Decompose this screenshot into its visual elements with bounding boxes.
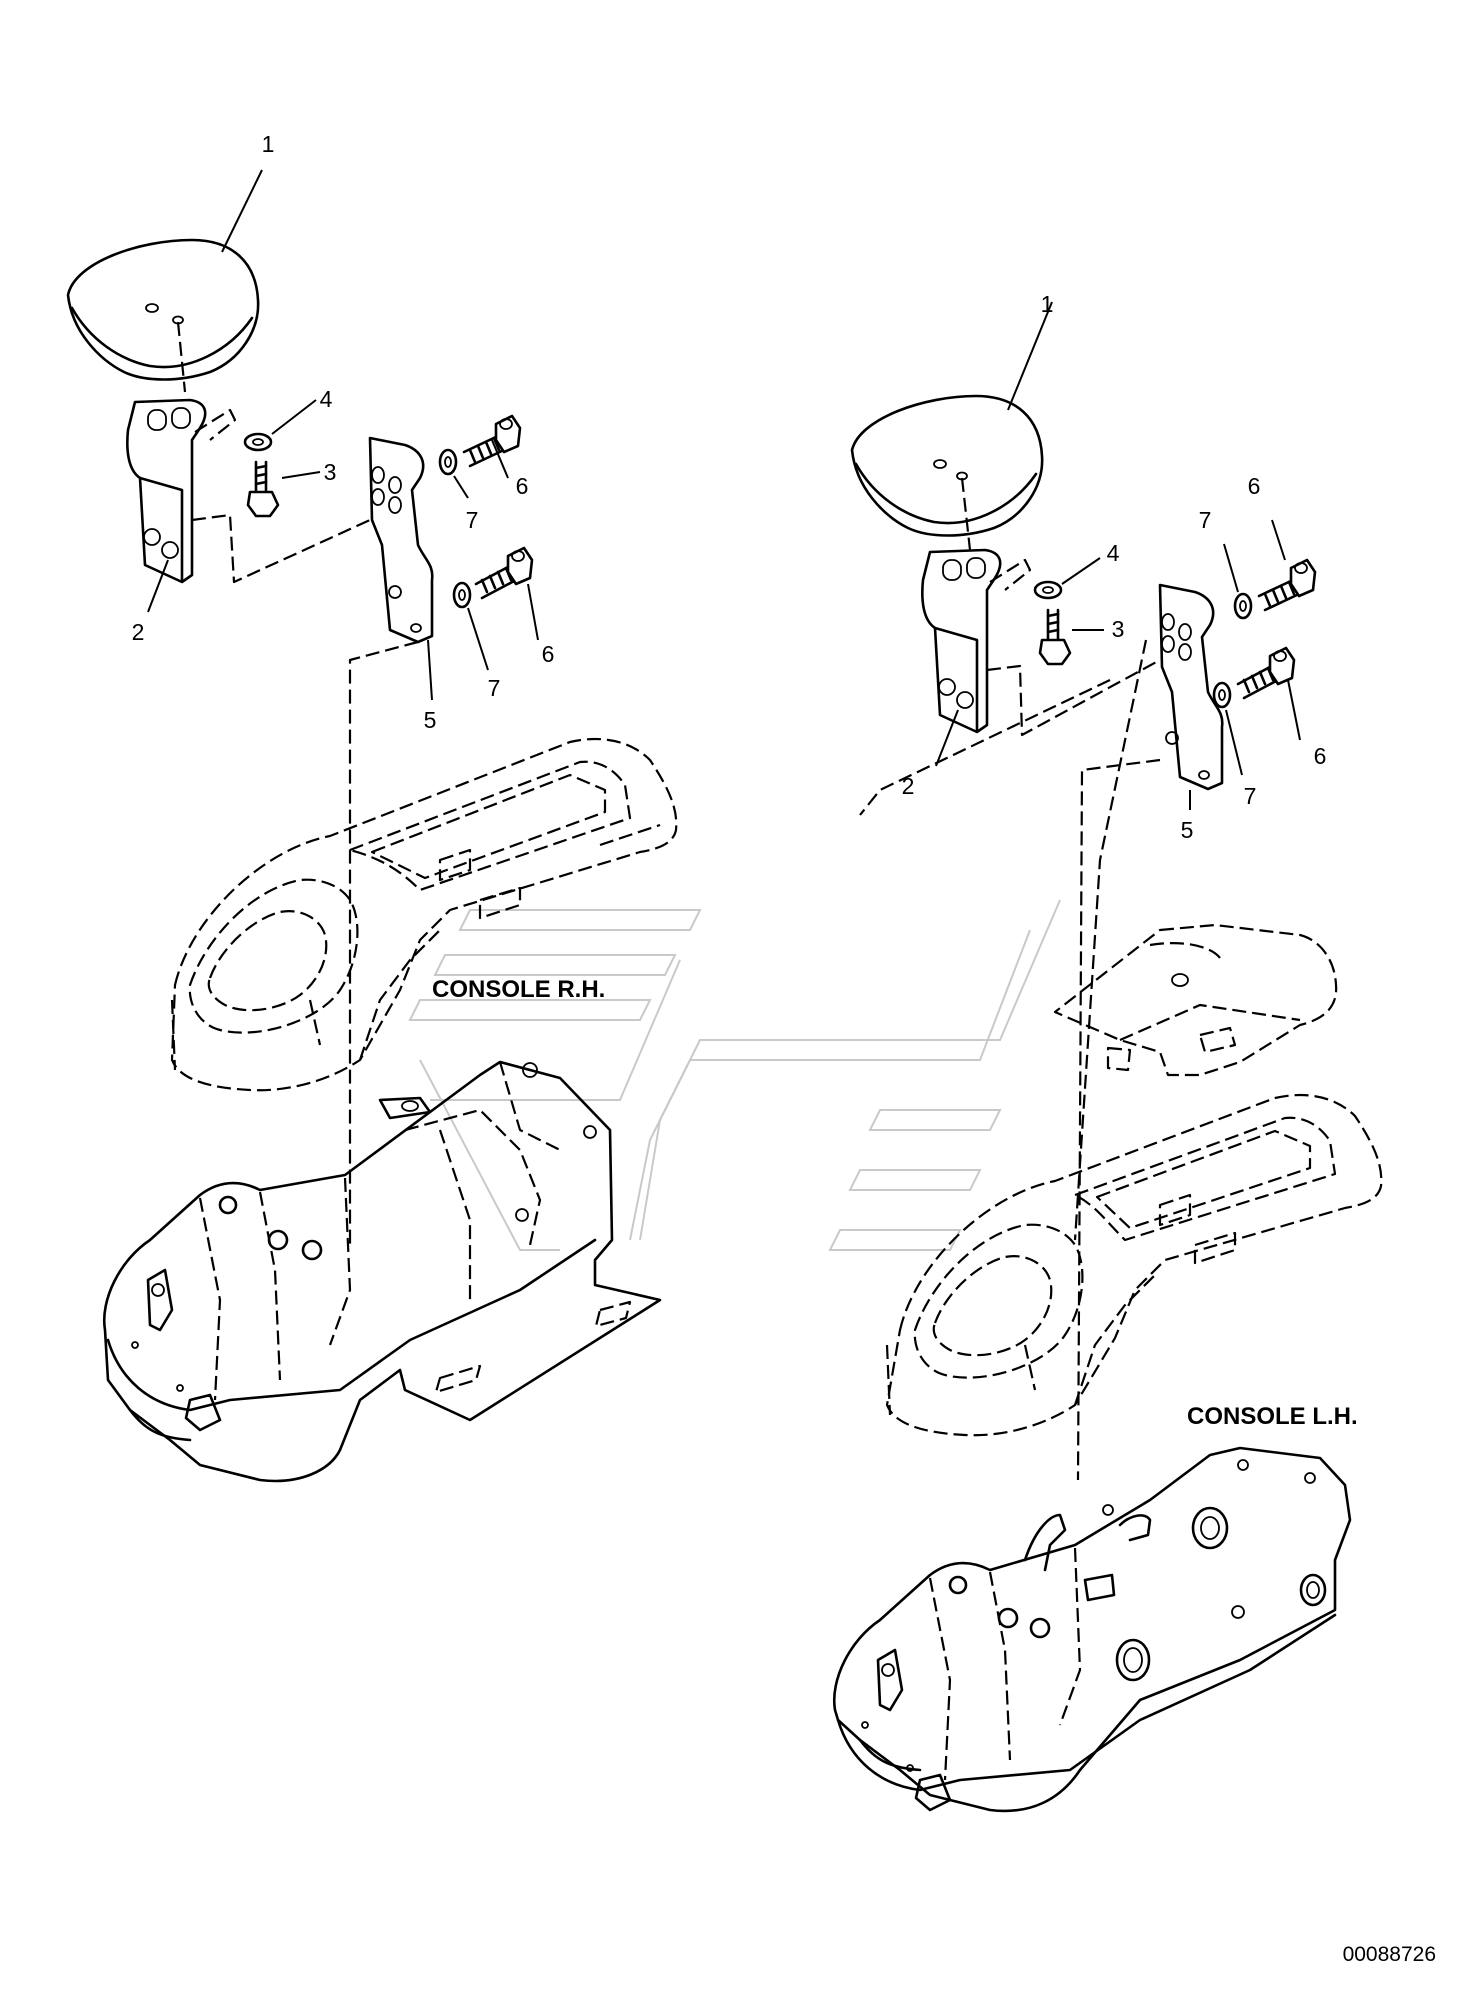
armrest-pad-left (66, 238, 260, 393)
callout-5-left: 5 (424, 707, 437, 733)
console-base-lh (832, 1446, 1352, 1813)
washer-7-bottom-right (1212, 681, 1232, 709)
washer-7-top-right (1233, 592, 1253, 620)
console-base-rh (102, 1060, 662, 1483)
callout-3-left: 3 (324, 459, 337, 485)
washer-7-bottom-left (452, 581, 472, 609)
callout-7-bottom-right: 7 (1244, 783, 1257, 809)
callout-1-right: 1 (1041, 291, 1054, 317)
console-rh-title: CONSOLE R.H. (432, 976, 605, 1003)
washer-4-left (243, 432, 273, 452)
bracket-left (126, 398, 207, 584)
mounting-plate-right (1158, 583, 1224, 791)
console-lh-title: CONSOLE L.H. (1187, 1403, 1358, 1430)
left-assembly: 1 2 3 4 5 6 6 7 7 CONSOLE R.H. (66, 131, 678, 1483)
callout-4-right: 4 (1107, 540, 1120, 566)
bracket-right (921, 548, 1002, 734)
callout-7-top-left: 7 (466, 507, 479, 533)
watermark-logo (408, 899, 1061, 1251)
callout-1-left: 1 (262, 131, 275, 157)
washer-4-right (1033, 580, 1063, 600)
cover-plate-lh (1053, 923, 1338, 1077)
callout-2-right: 2 (902, 773, 915, 799)
washer-7-top-left (438, 448, 458, 476)
bolt-6-bottom-left (474, 546, 534, 600)
callout-6-bottom-right: 6 (1314, 743, 1327, 769)
callout-6-bottom-left: 6 (542, 641, 555, 667)
callout-5-right: 5 (1181, 817, 1194, 843)
callout-7-bottom-left: 7 (488, 675, 501, 701)
callout-7-top-right: 7 (1199, 507, 1212, 533)
bolt-3-left (246, 460, 280, 518)
callout-6-top-right: 6 (1248, 473, 1261, 499)
console-cover-lh (885, 1093, 1383, 1437)
right-assembly: 1 2 3 4 5 6 6 7 7 CONSOLE L.H. (832, 291, 1383, 1813)
callout-2-left: 2 (132, 619, 145, 645)
bolt-3-right (1038, 608, 1072, 666)
callout-6-top-left: 6 (516, 473, 529, 499)
document-number: 00088726 (1343, 1943, 1436, 1966)
callout-4-left: 4 (320, 386, 333, 412)
bolt-6-top-right (1257, 558, 1317, 612)
mounting-plate-left (368, 436, 434, 644)
console-cover-rh (170, 737, 678, 1092)
bolt-6-top-left (462, 414, 522, 468)
callout-3-right: 3 (1112, 616, 1125, 642)
bolt-6-bottom-right (1236, 646, 1296, 700)
armrest-pad-right (850, 394, 1044, 551)
